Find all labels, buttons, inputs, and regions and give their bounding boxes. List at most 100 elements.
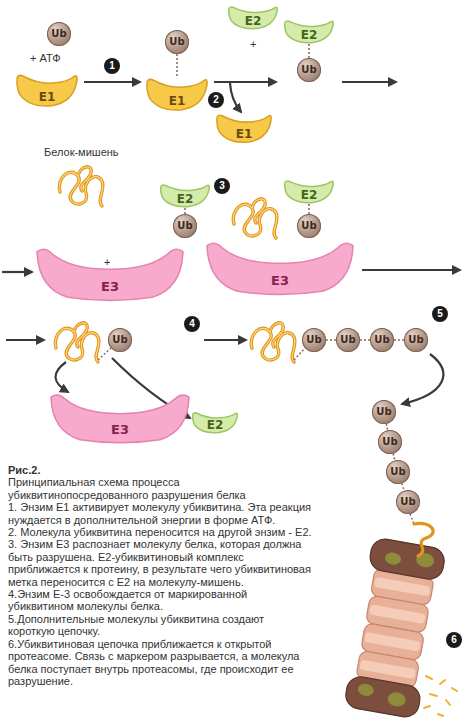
peptide-fragments [424, 676, 457, 716]
caption-line: 3. Энзим E3 распознает молекулу белка, к… [8, 538, 312, 588]
node-label: E1 [169, 95, 186, 107]
enzyme-e1: E1 [146, 78, 208, 112]
target-protein-highlight [233, 199, 277, 238]
bond-line [360, 339, 370, 341]
flow-arrow [402, 354, 443, 404]
caption-block: Рис.2.Принципиальная схема процесса убик… [8, 464, 312, 687]
node-label: E1 [39, 91, 56, 103]
proteasome-cap-spot [415, 552, 435, 569]
enzyme-e2: E2 [284, 180, 334, 204]
node-label: E3 [271, 274, 289, 287]
node-label: Ub [400, 497, 415, 507]
node-label: Ub [177, 221, 192, 231]
flow-arrow [362, 269, 460, 271]
bond-line [294, 348, 305, 360]
ubiquitin-circle: Ub [47, 22, 71, 46]
enzyme-e1-shape [17, 75, 77, 106]
enzyme-e3-outline [36, 246, 184, 302]
bond-line [98, 348, 111, 360]
ubiquitin-circle: Ub [297, 58, 321, 82]
enzyme-e1-shape [217, 115, 271, 142]
enzyme-e3-shape [37, 249, 183, 300]
bond-line [402, 483, 404, 490]
peptide-fragment [446, 700, 450, 705]
bond-line [308, 204, 310, 214]
enzyme-e2: E2 [228, 6, 278, 30]
annotation-text: + АТФ [30, 52, 61, 64]
node-label: E2 [301, 29, 318, 41]
flow-arrow [204, 339, 246, 341]
enzyme-e2: E2 [192, 412, 238, 434]
callout-number: 5 [432, 306, 448, 322]
annotation-text: + [104, 256, 110, 268]
enzyme-e3: E3 [50, 392, 190, 444]
bond-line [184, 208, 186, 214]
caption-line: 2. Молекула убиквитина переносится на др… [8, 526, 312, 538]
enzyme-e1: E1 [216, 114, 272, 144]
node-label: E2 [177, 193, 194, 205]
enzyme-e2-shape [229, 7, 278, 29]
ubiquitin-circle: Ub [165, 30, 189, 54]
peptide-fragment [424, 706, 430, 708]
node-label: E2 [245, 15, 262, 27]
proteasome-ring-shine [369, 604, 426, 624]
node-label: Ub [408, 335, 423, 345]
ubiquitin-circle: Ub [396, 490, 420, 514]
callout-number: 6 [446, 632, 462, 648]
caption-line: 5.Дополнительные молекулы убиквитина соз… [8, 613, 312, 638]
flow-arrow [6, 339, 44, 341]
ubiquitin-circle: Ub [336, 328, 360, 352]
node-label: E3 [101, 280, 119, 293]
bond-line [410, 514, 414, 524]
flow-arrow [2, 271, 32, 273]
node-label: Ub [51, 29, 66, 39]
proteasome-ring [361, 623, 425, 661]
callout-number: 3 [214, 178, 230, 194]
ubiquitin-circle: Ub [173, 214, 197, 238]
node-label: Ub [390, 467, 405, 477]
caption-line: 1. Энзим E1 активирует молекулу убиквити… [8, 501, 312, 526]
peptide-fragment [426, 676, 432, 679]
node-label: Ub [382, 437, 397, 447]
enzyme-e3: E3 [206, 240, 354, 296]
node-label: E1 [236, 128, 253, 140]
bond-line [326, 339, 336, 341]
node-label: Ub [301, 221, 316, 231]
node-label: Ub [169, 37, 184, 47]
enzyme-e1-shape [147, 79, 207, 110]
peptide-fragment [430, 694, 437, 696]
proteasome-cap-spot [384, 551, 402, 566]
node-label: Ub [306, 335, 321, 345]
annotation-text: + [250, 38, 256, 50]
flow-arrow [214, 81, 276, 83]
target-protein-highlight [251, 323, 295, 362]
bond-line [393, 454, 395, 461]
node-label: E2 [301, 189, 318, 201]
caption-line: Рис.2. [8, 464, 312, 476]
node-label: Ub [301, 65, 316, 75]
proteasome-cap-spot [387, 691, 407, 708]
proteasome-ring-shine [359, 660, 416, 680]
proteasome-cap [344, 675, 422, 719]
annotation-text: Белок-мишень [44, 146, 119, 158]
enzyme-e3-shape [207, 243, 353, 294]
target-protein-highlight [55, 323, 99, 362]
release-arrow [55, 362, 68, 392]
peptide-fragment [452, 688, 457, 691]
target-protein [233, 199, 277, 238]
ubiquitin-circle: Ub [297, 214, 321, 238]
target-protein [55, 323, 99, 362]
peptide-fragment [438, 714, 443, 716]
target-protein [251, 323, 295, 362]
enzyme-e2-shape [161, 185, 210, 207]
node-label: E2 [207, 419, 224, 431]
ubiquitin-circle: Ub [386, 460, 410, 484]
enzyme-e3-outline [50, 392, 190, 444]
enzyme-e2-shape [193, 413, 238, 433]
figure-caption: Принципиальная схема процесса убиквитино… [8, 476, 312, 501]
protein-entering [414, 523, 433, 556]
flow-arrow [84, 81, 140, 83]
node-label: Ub [376, 407, 391, 417]
node-label: Ub [374, 335, 389, 345]
peptide-fragment [440, 680, 445, 684]
